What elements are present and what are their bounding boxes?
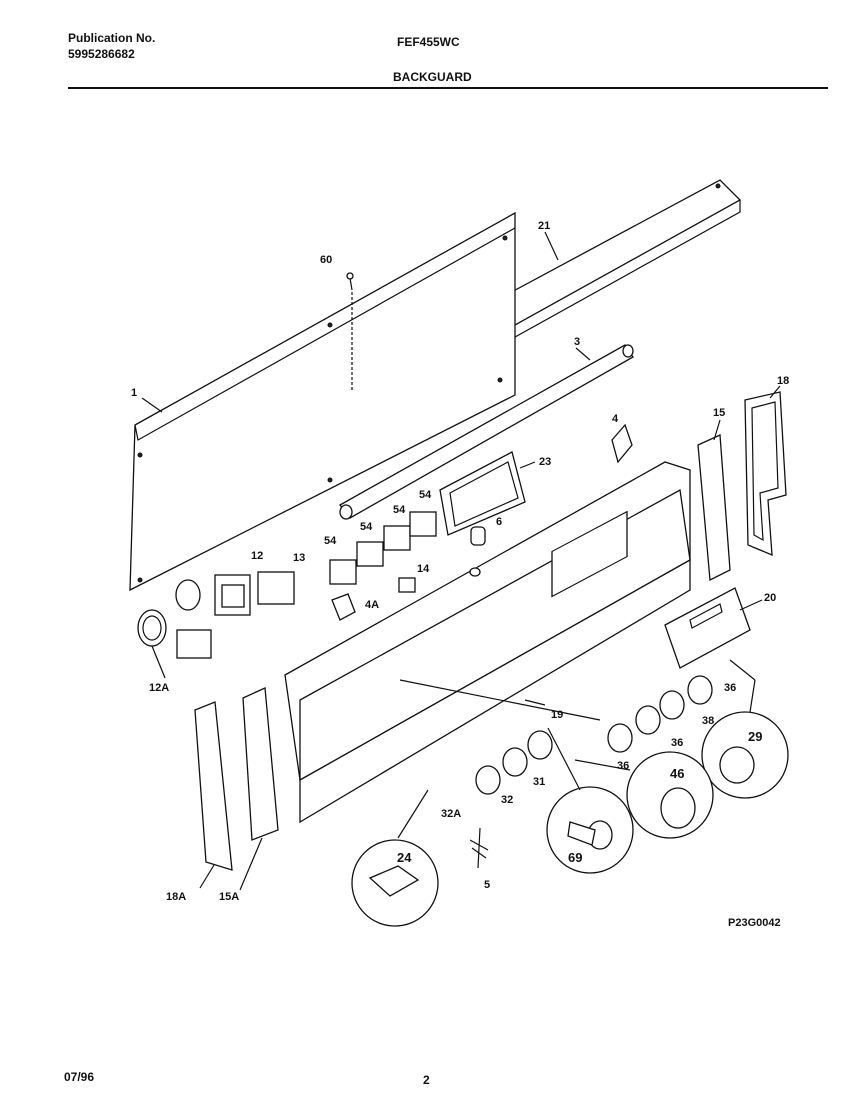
- callout-6: 6: [496, 516, 502, 528]
- part-23-window: [439, 451, 526, 536]
- callout-18: 18: [777, 375, 789, 387]
- callout-54-c: 54: [360, 521, 373, 533]
- section-title: BACKGUARD: [393, 70, 472, 84]
- callout-4: 4: [612, 413, 619, 425]
- callout-54-d: 54: [324, 535, 337, 547]
- callout-14: 14: [417, 563, 430, 575]
- callout-31: 31: [533, 776, 545, 788]
- part-4-bracket: [611, 423, 633, 464]
- callout-4a: 4A: [365, 599, 379, 611]
- callout-54-b: 54: [393, 504, 406, 516]
- callout-19: 19: [551, 709, 563, 721]
- part-12-timer: [214, 574, 251, 616]
- callout-5: 5: [484, 879, 490, 891]
- part-15-side-trim: [697, 434, 731, 582]
- callout-21: 21: [538, 220, 550, 232]
- figure-code: P23G0042: [728, 917, 781, 929]
- callout-1: 1: [131, 387, 137, 399]
- part-19-shaft: [399, 679, 601, 721]
- part-20-clock-panel: [664, 587, 751, 669]
- part-3-tube: [339, 344, 634, 520]
- callout-3: 3: [574, 336, 580, 348]
- callout-12: 12: [251, 550, 263, 562]
- callout-23: 23: [539, 456, 551, 468]
- part-54-switches: [329, 511, 437, 585]
- callout-69: 69: [568, 850, 582, 865]
- callout-20: 20: [764, 592, 776, 604]
- part-5-spring: [469, 827, 489, 869]
- publication-number: 5995286682: [68, 47, 135, 61]
- part-6-knob: [469, 526, 486, 577]
- part-60-screw: [346, 272, 354, 390]
- page-number: 2: [423, 1073, 430, 1087]
- callout-15a: 15A: [219, 891, 239, 903]
- leader-lines: [141, 231, 781, 891]
- part-12a-thermostat: [137, 579, 212, 659]
- model-number: FEF455WC: [397, 35, 460, 49]
- callout-15: 15: [713, 407, 725, 419]
- callout-18a: 18A: [166, 891, 186, 903]
- part-control-panel: [284, 461, 691, 824]
- footer-date: 07/96: [64, 1070, 95, 1084]
- callout-46: 46: [670, 766, 684, 781]
- detail-24-switch: [351, 839, 439, 927]
- part-18-gasket: [744, 391, 787, 557]
- callout-36-c: 36: [617, 760, 629, 772]
- callout-32: 32: [501, 794, 513, 806]
- callout-13: 13: [293, 552, 305, 564]
- header-rule: [68, 87, 828, 89]
- part-knobs: [475, 675, 713, 795]
- callout-24: 24: [397, 850, 412, 865]
- callout-38: 38: [702, 715, 714, 727]
- callout-29: 29: [748, 729, 762, 744]
- callout-labels: 60 21 3 1 4 23 15 18 54 54 54 54 6 12 13…: [131, 220, 789, 903]
- part-4a-part: [331, 593, 356, 621]
- part-13-clock: [257, 571, 295, 605]
- callout-54-a: 54: [419, 489, 432, 501]
- callout-36-a: 36: [724, 682, 736, 694]
- callout-60: 60: [320, 254, 332, 266]
- detail-46-knob: [626, 751, 714, 839]
- callout-32a: 32A: [441, 808, 461, 820]
- detail-69-screw: [546, 786, 634, 874]
- part-18a-end-cap: [194, 701, 233, 871]
- part-14-part: [398, 577, 416, 593]
- detail-29-knob: [701, 711, 789, 799]
- publication-label: Publication No.: [68, 31, 156, 45]
- part-1-rear-panel: [129, 211, 516, 592]
- callout-12a: 12A: [149, 682, 169, 694]
- part-15a-end-trim: [242, 687, 279, 841]
- callout-36-b: 36: [671, 737, 683, 749]
